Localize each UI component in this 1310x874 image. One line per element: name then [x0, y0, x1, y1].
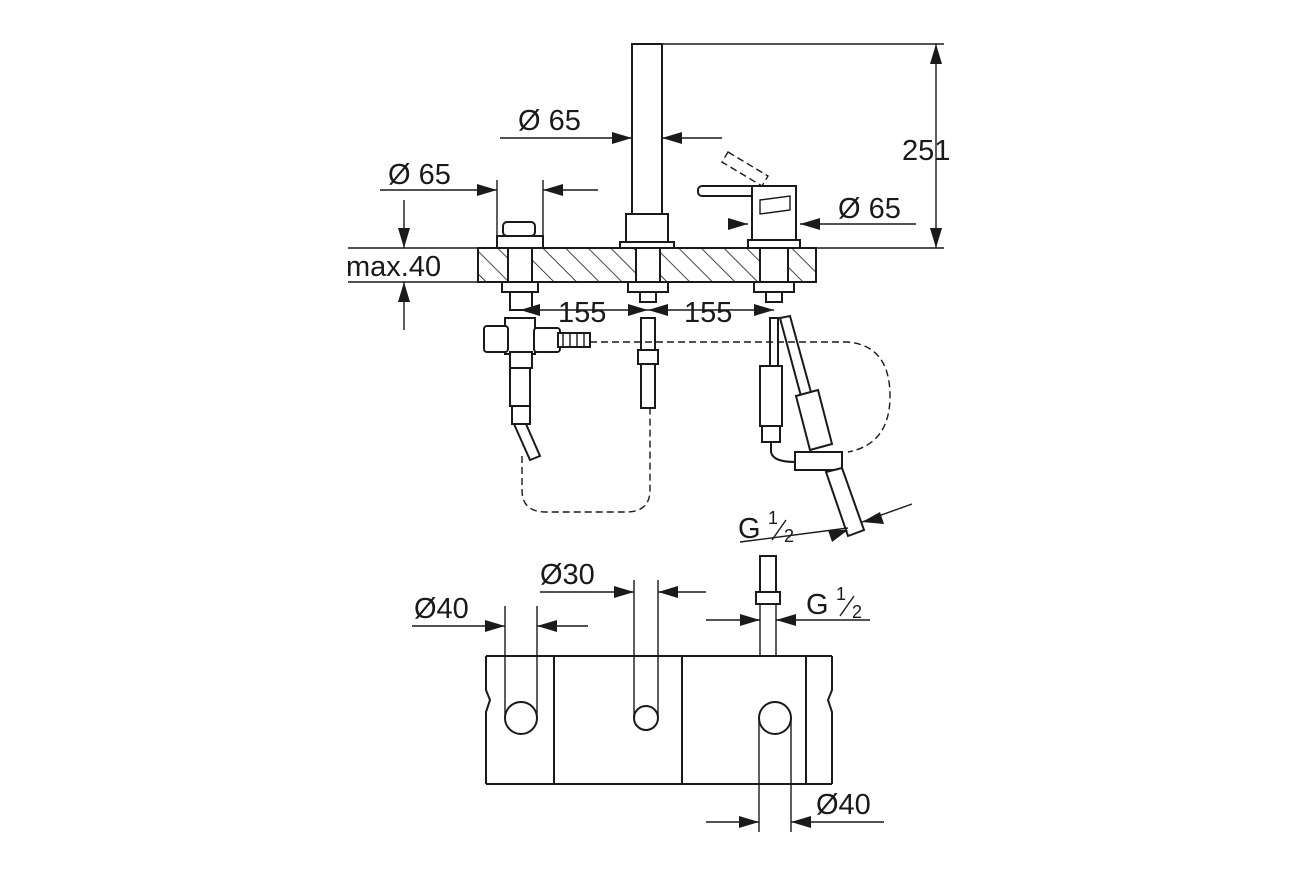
dim-hand-shower-diameter-label: Ø 65 [518, 105, 581, 137]
diverter-knob [496, 221, 544, 311]
dim-spacing-left-label: 155 [558, 297, 606, 329]
dim-hole-center-label: Ø30 [540, 559, 595, 591]
hole-left [504, 701, 538, 735]
lever-mixer [697, 151, 866, 538]
dimension-thread-upper: G 1 2 [738, 503, 913, 546]
dim-thread-upper-num: 1 [768, 508, 778, 528]
dim-hole-left-label: Ø40 [414, 593, 469, 625]
dim-thread-lower-letter: G [806, 589, 829, 621]
dimension-mixer-diameter: Ø 65 [728, 193, 916, 230]
dimension-height: 251 [662, 43, 950, 249]
dimension-hole-right: Ø40 [706, 718, 884, 832]
dimension-thread-lower: G 1 2 [706, 584, 870, 626]
dimension-hand-shower-diameter: Ø 65 [500, 105, 722, 144]
t-piece-connector [483, 317, 591, 462]
dim-hole-right-label: Ø40 [816, 789, 871, 821]
dimension-spacing: 155 155 [520, 297, 774, 329]
dim-spacing-right-label: 155 [684, 297, 732, 329]
dim-thread-upper-den: 2 [784, 526, 794, 546]
dimension-deck-thickness: max.40 [346, 200, 478, 330]
dim-left-valve-diameter-label: Ø 65 [388, 159, 451, 191]
thread-fitting [755, 555, 781, 656]
hose-loops [521, 341, 891, 513]
dim-deck-thickness-label: max.40 [346, 251, 441, 283]
deck-cutout-plan [485, 655, 833, 785]
dimension-left-valve-diameter: Ø 65 [380, 159, 598, 236]
dim-thread-lower-num: 1 [836, 584, 846, 604]
hand-shower [619, 43, 675, 409]
hole-center [633, 705, 659, 731]
dim-mixer-diameter-label: Ø 65 [838, 193, 901, 225]
dimension-hole-center: Ø30 [540, 559, 706, 718]
dim-thread-upper-letter: G [738, 513, 761, 545]
dim-thread-lower-den: 2 [852, 602, 862, 622]
hole-right [758, 701, 792, 735]
dim-height-label: 251 [902, 135, 950, 167]
dimension-hole-left: Ø40 [412, 593, 588, 718]
